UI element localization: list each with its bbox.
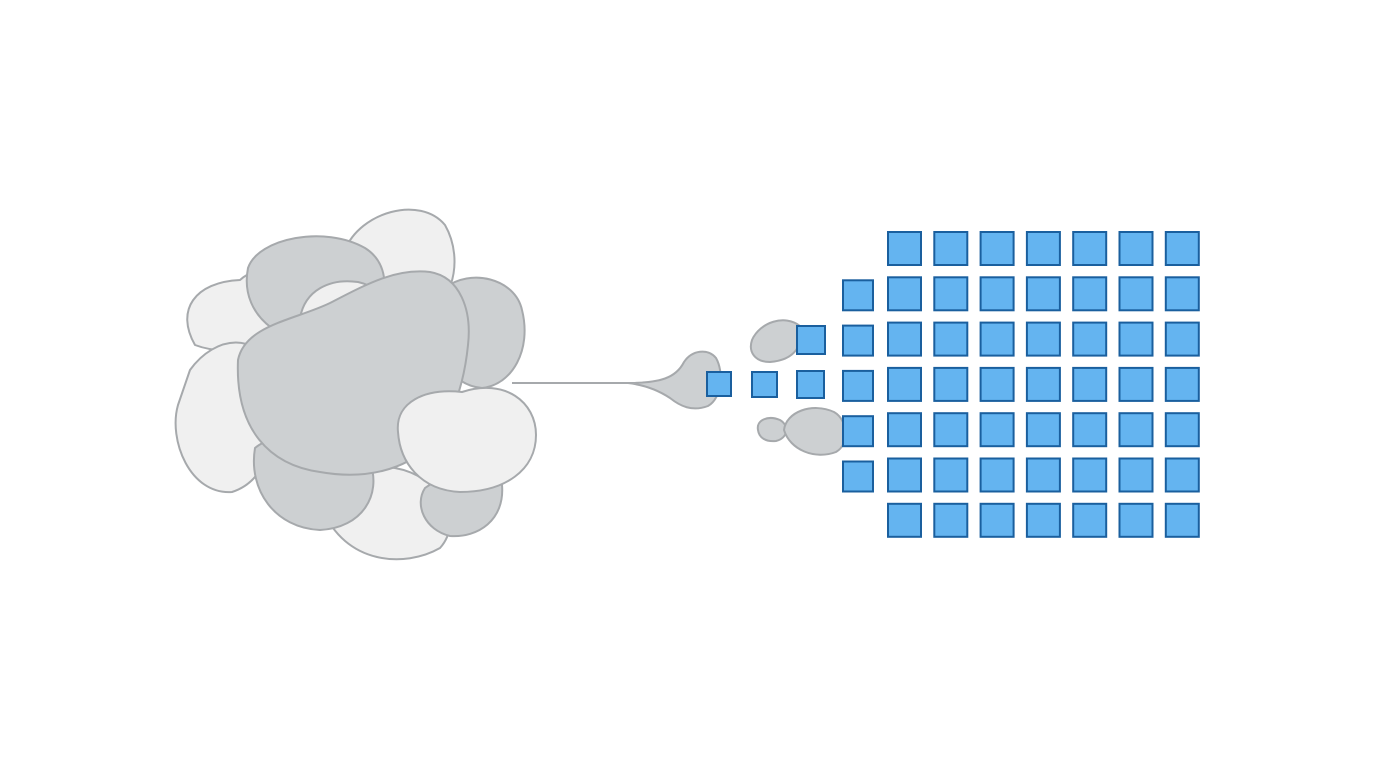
pixel-square <box>706 371 732 397</box>
stream-squares <box>706 325 826 399</box>
stream-blob <box>782 407 847 456</box>
pixel-square <box>1072 412 1108 448</box>
pixel-square <box>887 412 922 448</box>
pixel-square <box>933 276 969 312</box>
cloud-lobe <box>396 386 537 493</box>
pixel-square <box>933 502 969 538</box>
pixel-square <box>1118 366 1154 402</box>
pixel-square <box>1118 321 1154 357</box>
pixel-square <box>1025 412 1061 448</box>
pixel-square <box>933 412 969 448</box>
pixel-square <box>842 460 874 493</box>
pixel-square <box>1164 231 1200 266</box>
pixel-square <box>1025 276 1061 312</box>
pixel-square <box>1072 231 1108 266</box>
pixel-square <box>842 369 874 402</box>
pixel-square <box>933 321 969 357</box>
pixel-square <box>933 231 969 266</box>
stream-blob <box>756 417 788 443</box>
pixel-square <box>1164 366 1200 402</box>
pixel-square <box>1072 321 1108 357</box>
pixel-square <box>1118 412 1154 448</box>
pixel-square <box>1164 502 1200 538</box>
pixel-square <box>933 457 969 493</box>
pixel-square <box>1118 457 1154 493</box>
pixel-square <box>887 366 922 402</box>
cloud-shape <box>174 208 537 561</box>
pixel-square <box>1072 502 1108 538</box>
pixel-square <box>751 371 778 398</box>
pixel-square <box>887 502 922 538</box>
pixel-square <box>796 325 826 355</box>
pixel-square <box>842 415 874 448</box>
pixel-square <box>842 324 874 357</box>
data-stream <box>512 319 847 456</box>
pixel-square <box>887 231 922 266</box>
pixel-square <box>887 321 922 357</box>
pixel-square <box>1025 457 1061 493</box>
pixel-square <box>1072 366 1108 402</box>
pixel-square <box>1025 321 1061 357</box>
pixel-square <box>887 457 922 493</box>
pixel-square <box>979 276 1015 312</box>
pixel-square <box>979 231 1015 266</box>
pixel-grid <box>842 231 1200 538</box>
pixel-square <box>1025 366 1061 402</box>
pixel-square <box>1072 457 1108 493</box>
pixel-square <box>1164 321 1200 357</box>
pixel-square <box>979 366 1015 402</box>
pixel-square <box>979 321 1015 357</box>
pixel-square <box>1118 276 1154 312</box>
pixel-square <box>933 366 969 402</box>
pixel-square <box>796 370 825 399</box>
pixel-square <box>1025 502 1061 538</box>
pixel-square <box>1164 457 1200 493</box>
pixel-square <box>1118 502 1154 538</box>
pixel-square <box>842 279 874 312</box>
pixel-square <box>1072 276 1108 312</box>
pixel-square <box>979 412 1015 448</box>
pixel-square <box>1025 231 1061 266</box>
pixel-square <box>1118 231 1154 266</box>
pixel-square <box>1164 412 1200 448</box>
pixel-square <box>979 502 1015 538</box>
pixel-square <box>979 457 1015 493</box>
pixel-square <box>1164 276 1200 312</box>
pixel-square <box>887 276 922 312</box>
stream-blob <box>750 319 802 364</box>
